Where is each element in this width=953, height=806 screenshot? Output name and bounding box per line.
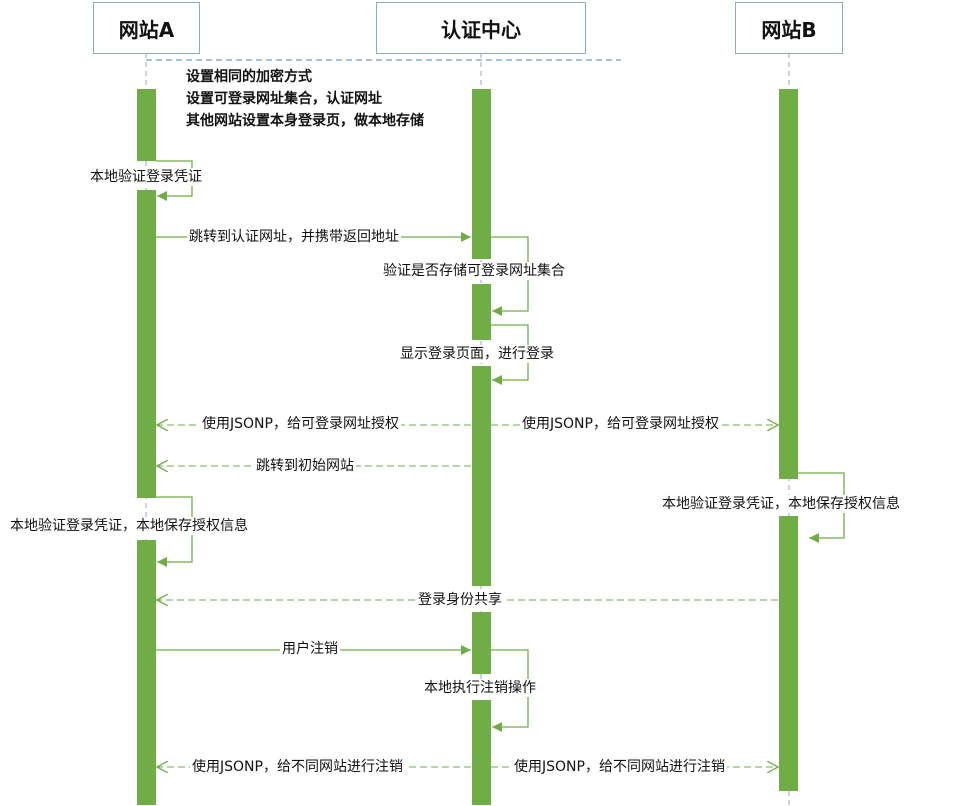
activation-center-1	[472, 89, 491, 259]
activation-b-1	[779, 89, 798, 479]
message-label: 用户注销	[280, 640, 340, 658]
note-line-2: 设置可登录网址集合，认证网址	[186, 91, 382, 107]
message-label: 显示登录页面，进行登录	[398, 345, 556, 363]
activation-b-2	[779, 516, 798, 791]
message-label: 使用JSONP，给可登录网址授权	[200, 415, 401, 433]
note-line-3: 其他网站设置本身登录页，做本地存储	[186, 113, 424, 129]
message-label: 本地执行注销操作	[422, 679, 538, 697]
lifeline-header-b: 网站B	[735, 2, 843, 54]
activation-a-2	[137, 190, 156, 498]
message-label: 本地验证登录凭证，本地保存授权信息	[660, 495, 902, 513]
lifeline-header-a: 网站A	[93, 2, 200, 54]
message-label: 跳转到初始网站	[254, 457, 356, 475]
message-label: 使用JSONP，给不同网站进行注销	[512, 758, 727, 776]
message-label: 验证是否存储可登录网址集合	[381, 262, 567, 280]
note-line-1: 设置相同的加密方式	[186, 69, 312, 85]
activation-center-4	[472, 612, 491, 674]
note-block: 设置相同的加密方式 设置可登录网址集合，认证网址 其他网站设置本身登录页，做本地…	[186, 66, 424, 132]
message-label: 跳转到认证网址，并携带返回地址	[187, 228, 401, 246]
activation-a-1	[137, 89, 156, 161]
message-label: 使用JSONP，给不同网站进行注销	[190, 758, 405, 776]
lifeline-header-center: 认证中心	[376, 2, 586, 54]
message-label: 本地验证登录凭证，本地保存授权信息	[8, 517, 250, 535]
activation-center-3	[472, 366, 491, 586]
message-label: 使用JSONP，给可登录网址授权	[520, 415, 721, 433]
message-label: 本地验证登录凭证	[88, 168, 204, 186]
activation-center-5	[472, 700, 491, 805]
activation-center-2	[472, 284, 491, 340]
message-label: 登录身份共享	[416, 591, 504, 609]
activation-a-3	[137, 540, 156, 805]
